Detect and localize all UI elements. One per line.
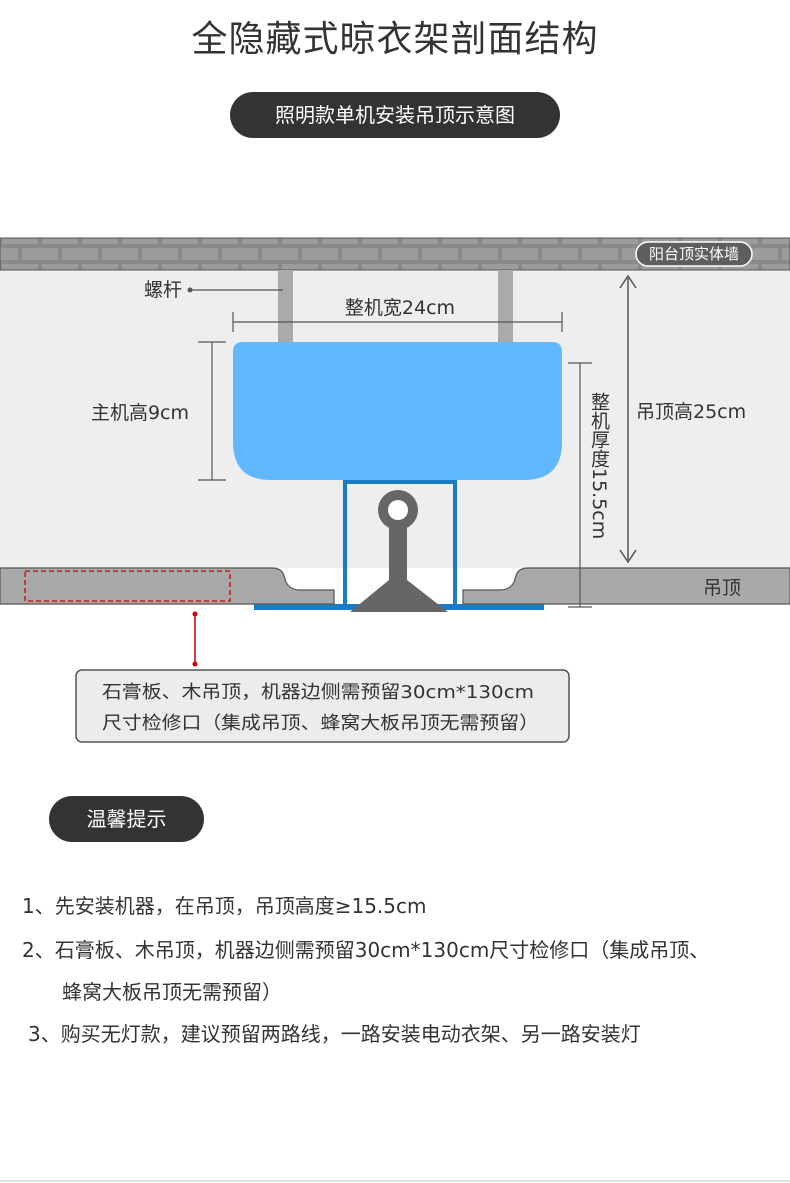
screw-rod-left	[278, 270, 293, 342]
ceiling-board-left	[0, 567, 335, 605]
tip-item-2-cont: 蜂窝大板吊顶无需预留）	[62, 980, 282, 1004]
main-unit-body	[233, 342, 562, 480]
ceiling-board-right	[462, 567, 790, 605]
page-title: 全隐藏式晾衣架剖面结构	[191, 19, 599, 60]
screw-rod-right	[498, 270, 513, 342]
inspection-opening-marker	[24, 570, 231, 602]
width-label: 整机宽24cm	[345, 297, 455, 319]
ceiling-height-label: 吊顶高25cm	[636, 401, 746, 423]
callout-line-1: 石膏板、木吊顶，机器边侧需预留30cm*130cm	[102, 681, 534, 703]
wall-label-badge: 阳台顶实体墙	[635, 241, 753, 267]
cross-section-diagram: 阳台顶实体墙 螺杆 整机宽24cm 主机高9cm 吊顶 整机厚度15.5cm 吊…	[0, 237, 790, 743]
tip-item-2: 2、石膏板、木吊顶，机器边侧需预留30cm*130cm尺寸检修口（集成吊顶、	[22, 938, 710, 962]
tip-item-3: 3、购买无灯款，建议预留两路线，一路安装电动衣架、另一路安装灯	[28, 1022, 641, 1046]
tip-item-1: 1、先安装机器，在吊顶，吊顶高度≥15.5cm	[22, 894, 427, 918]
hanger-arm	[350, 490, 448, 612]
tips-heading-badge: 温馨提示	[49, 796, 204, 842]
wall-label: 阳台顶实体墙	[649, 245, 739, 263]
tips-heading: 温馨提示	[86, 807, 167, 831]
diagram-subtitle: 照明款单机安装吊顶示意图	[275, 103, 515, 127]
slot-frame	[343, 480, 457, 607]
height-label: 主机高9cm	[91, 402, 189, 424]
callout-box	[75, 669, 570, 743]
screw-label: 螺杆	[144, 279, 182, 301]
bottom-divider	[0, 1180, 790, 1182]
thickness-label: 整机厚度15.5cm	[588, 392, 610, 540]
callout-line-2: 尺寸检修口（集成吊顶、蜂窝大板吊顶无需预留）	[102, 713, 539, 734]
ceiling-label: 吊顶	[703, 577, 741, 599]
diagram-subtitle-badge: 照明款单机安装吊顶示意图	[230, 92, 560, 138]
